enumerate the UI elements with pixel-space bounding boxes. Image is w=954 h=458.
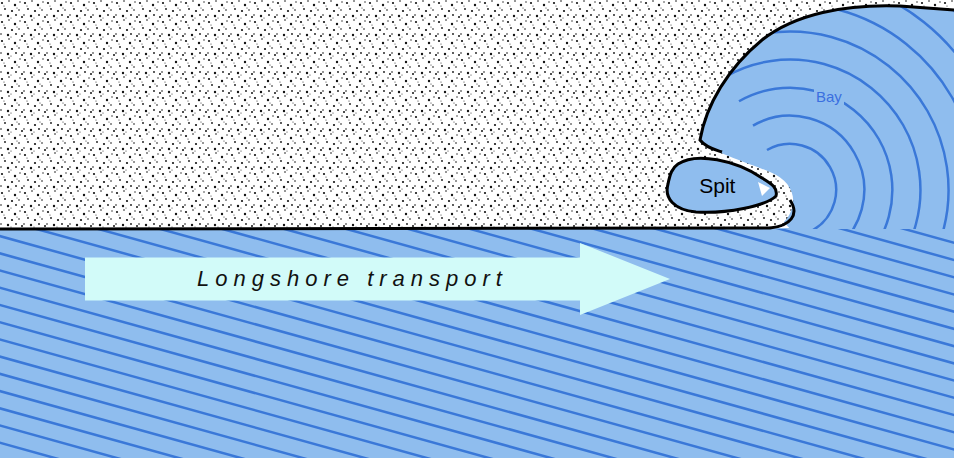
spit-shape: Spit [666,158,780,214]
bay-label: Bay [814,88,844,105]
spit-label: Spit [699,174,735,198]
arrow-label: Longshore transport [197,266,508,292]
transport-arrow: Longshore transport [85,243,670,315]
